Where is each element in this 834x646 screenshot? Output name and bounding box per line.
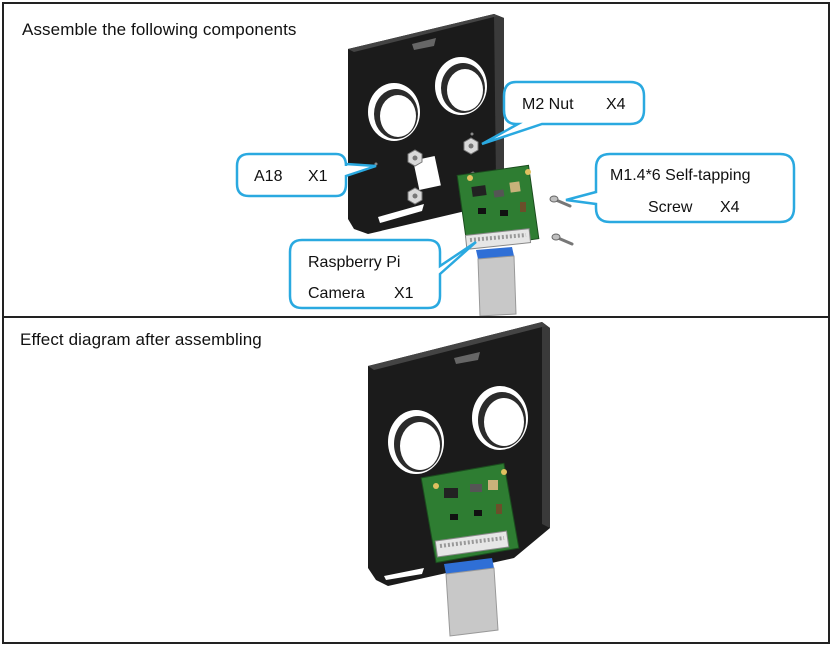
components-illustration: A18 X1 M2 Nut X4 M1.4*6 Self-tapping Scr… xyxy=(235,14,796,316)
callout-screw: M1.4*6 Self-tapping Screw X4 xyxy=(565,152,796,224)
assembled-heading: Effect diagram after assembling xyxy=(20,330,262,349)
callout-camera-line1: Raspberry Pi xyxy=(308,254,400,271)
callout-nut-qty: X4 xyxy=(606,96,626,113)
callout-camera-name: Camera xyxy=(308,285,365,302)
screw-image xyxy=(549,195,574,246)
components-panel: Assemble the following components xyxy=(2,2,830,318)
callout-nut-name: M2 Nut xyxy=(522,96,574,113)
callout-camera-qty: X1 xyxy=(394,285,414,302)
callout-screw-line1: M1.4*6 Self-tapping xyxy=(610,167,751,184)
callout-screw-qty: X4 xyxy=(720,199,740,216)
assembled-illustration xyxy=(368,322,550,637)
assembled-camera-image xyxy=(420,462,520,564)
components-heading: Assemble the following components xyxy=(22,20,297,39)
assembled-ribbon-image xyxy=(444,558,499,637)
camera-board-image xyxy=(456,164,540,250)
callout-a18-qty: X1 xyxy=(308,168,328,185)
callout-a18: A18 X1 xyxy=(235,152,377,198)
callout-screw-name: Screw xyxy=(648,199,693,216)
callout-camera: Raspberry Pi Camera X1 xyxy=(288,238,477,310)
ribbon-cable-image xyxy=(476,247,517,316)
callout-m2-nut: M2 Nut X4 xyxy=(481,80,646,146)
callout-a18-name: A18 xyxy=(254,168,283,185)
assembled-panel: Effect diagram after assembling xyxy=(2,316,830,644)
